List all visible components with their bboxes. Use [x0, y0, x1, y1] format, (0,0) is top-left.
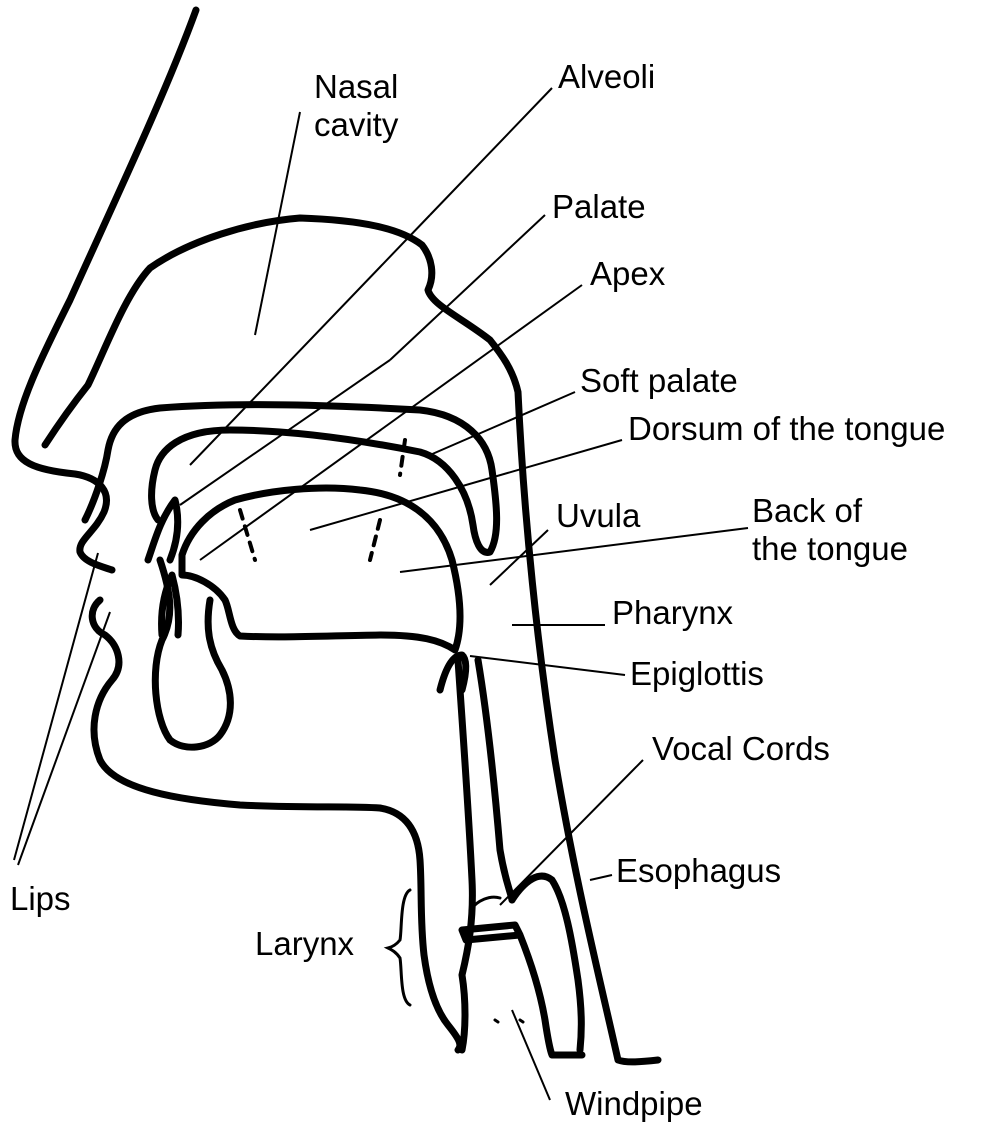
face-profile-outline — [15, 10, 196, 570]
alveoli-leader-lower — [190, 215, 430, 465]
label-dorsum: Dorsum of the tongue — [628, 410, 945, 448]
label-esophagus: Esophagus — [616, 852, 781, 890]
label-windpipe: Windpipe — [565, 1085, 703, 1123]
windpipe-dots — [495, 1020, 523, 1022]
larynx-front-wall — [458, 660, 472, 1050]
tongue-dashed-divisions — [240, 440, 405, 560]
label-soft-palate: Soft palate — [580, 362, 738, 400]
label-uvula: Uvula — [556, 497, 640, 535]
epiglottis-leader — [470, 656, 625, 675]
label-back-of-tongue-line2: the tongue — [752, 530, 908, 568]
label-back-of-tongue: Back of the tongue — [752, 492, 908, 568]
label-nasal-cavity-line2: cavity — [314, 106, 398, 144]
label-epiglottis: Epiglottis — [630, 655, 764, 693]
label-alveoli: Alveoli — [558, 58, 655, 96]
label-nasal-cavity: Nasal cavity — [314, 68, 398, 144]
label-nasal-cavity-line1: Nasal — [314, 68, 398, 106]
larynx-brace — [388, 890, 410, 1005]
alveoli-leader — [430, 88, 552, 215]
label-lips: Lips — [10, 880, 71, 918]
esophagus-leader — [590, 875, 612, 880]
soft-palate-leader — [430, 392, 575, 455]
lower-lip-chin-outline — [92, 600, 460, 1050]
label-palate: Palate — [552, 188, 646, 226]
label-larynx: Larynx — [255, 925, 354, 963]
larynx-back-wall — [478, 660, 512, 900]
lips-leader-upper — [14, 553, 98, 860]
label-back-of-tongue-line1: Back of — [752, 492, 908, 530]
label-vocal-cords: Vocal Cords — [652, 730, 830, 768]
label-apex: Apex — [590, 255, 665, 293]
label-pharynx: Pharynx — [612, 594, 733, 632]
